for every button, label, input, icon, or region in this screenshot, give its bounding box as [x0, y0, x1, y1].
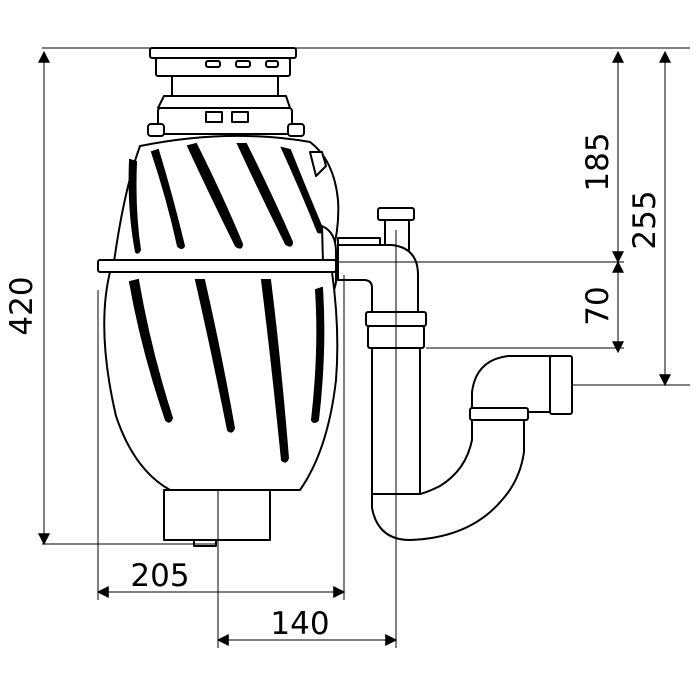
dim-label-70: 70	[580, 286, 616, 325]
dim-label-420: 420	[4, 276, 40, 335]
drain-trap	[337, 207, 573, 541]
disposer-unit	[97, 47, 340, 547]
dim-label-205: 205	[130, 558, 189, 594]
dim-label-140: 140	[270, 606, 329, 642]
dim-label-255: 255	[627, 190, 663, 249]
dim-label-185: 185	[580, 132, 616, 191]
extension-lines	[42, 47, 690, 648]
dimension-lines	[38, 50, 671, 646]
dimension-labels: 420 185 255 70 205 140	[4, 132, 663, 642]
